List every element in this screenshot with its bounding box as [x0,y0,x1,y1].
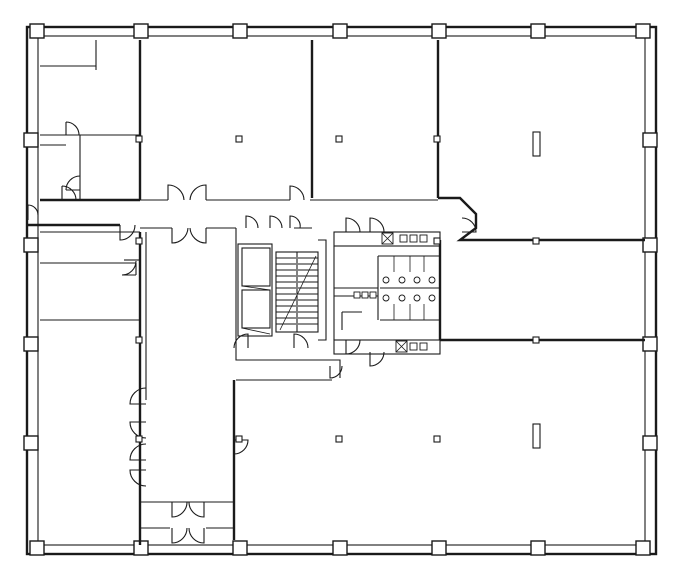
interior-columns [135,131,541,449]
doors [27,121,477,544]
interior-walls [28,40,645,545]
elevator-shafts [237,243,273,337]
exterior-wall [25,25,658,556]
perimeter-columns [23,23,658,556]
stairwell [275,239,327,341]
restroom-core [333,231,441,355]
